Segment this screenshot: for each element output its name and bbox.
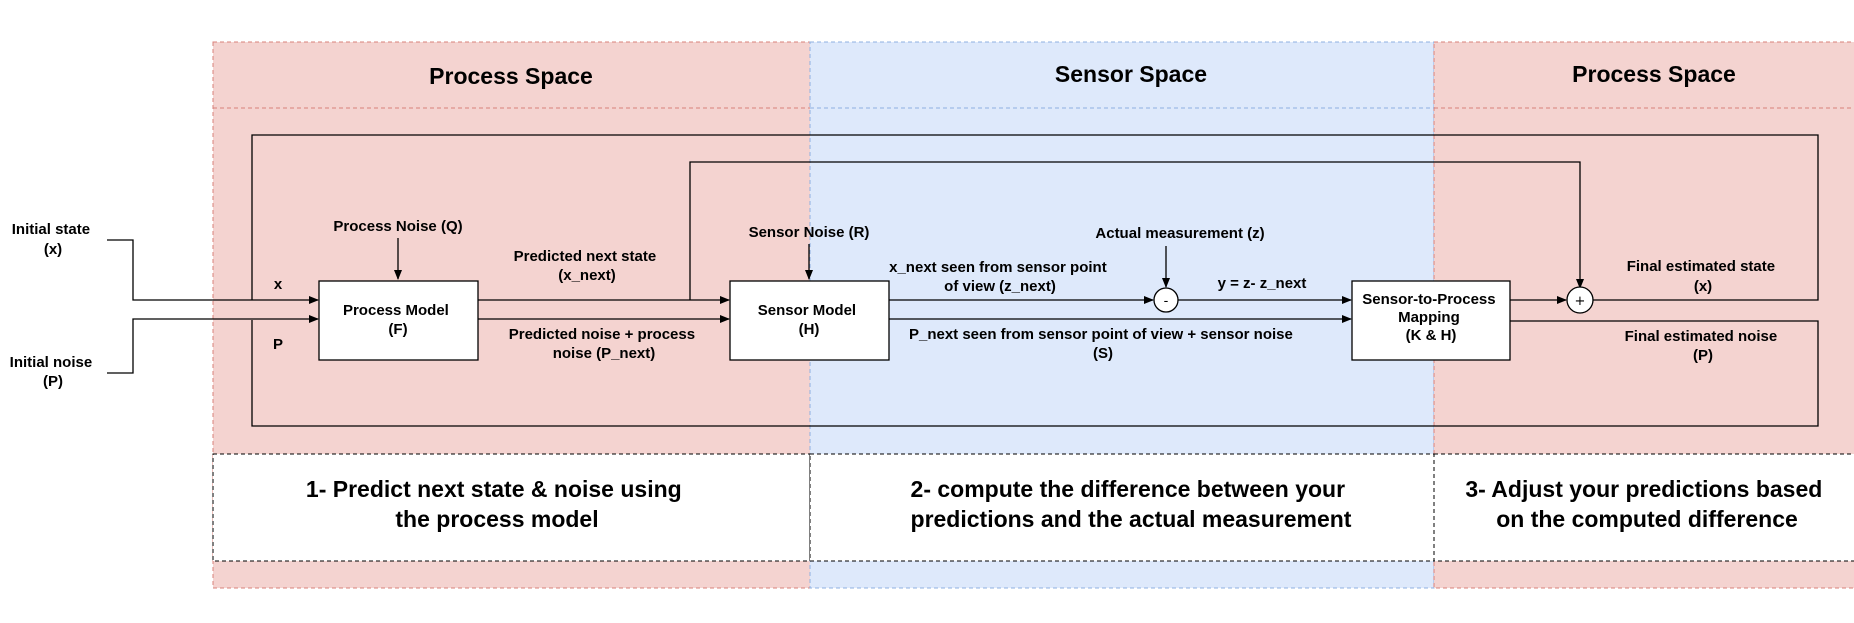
step-3-text: 3- Adjust your predictions based on the … — [1465, 476, 1828, 532]
final-noise-label: Final estimated noise (P) — [1625, 328, 1782, 364]
sensor-noise-label: Sensor Noise (R) — [749, 224, 870, 241]
x-next-sensor-label: x_next seen from sensor point of view (z… — [889, 259, 1111, 295]
feedback-loop-outer-bottom — [251, 320, 1819, 427]
x-signal-label: x — [274, 276, 283, 293]
p-signal-label: P — [273, 336, 283, 353]
step-2-text: 2- compute the difference between your p… — [911, 476, 1352, 532]
innovation-label: y = z- z_next — [1218, 275, 1307, 292]
left-zone-header: Process Space — [429, 63, 593, 89]
right-zone-header: Process Space — [1572, 61, 1736, 87]
initial-noise-label: Initial noise (P) — [10, 354, 97, 390]
addition-symbol: + — [1575, 294, 1586, 309]
step-2-box — [809, 453, 1435, 562]
addition-junction — [1566, 286, 1594, 314]
initial-noise-arrow — [107, 315, 319, 374]
step-boxes — [212, 453, 1854, 562]
step-1-text: 1- Predict next state & noise using the … — [306, 476, 688, 532]
feedback-loop-outer — [251, 134, 1819, 301]
feedback-loop-inner — [689, 161, 1584, 300]
p-next-sensor-label: P_next seen from sensor point of view + … — [909, 326, 1297, 362]
mapping-block — [1351, 280, 1511, 361]
predicted-noise-label: Predicted noise + process noise (P_next) — [509, 326, 700, 362]
final-state-label: Final estimated state (x) — [1627, 258, 1780, 295]
mapping-label: Sensor-to-Process Mapping (K & H) — [1362, 291, 1500, 344]
process-model-label: Process Model (F) — [343, 302, 453, 338]
initial-state-arrow — [107, 239, 319, 304]
actual-measurement-label: Actual measurement (z) — [1095, 225, 1264, 242]
step-1-box — [212, 453, 811, 562]
process-model-block — [318, 280, 479, 361]
sensor-model-label: Sensor Model (H) — [758, 302, 861, 338]
sensor-model-block — [729, 280, 890, 361]
middle-zone-header: Sensor Space — [1055, 61, 1207, 87]
predicted-state-label: Predicted next state (x_next) — [514, 248, 661, 284]
initial-state-label: Initial state (x) — [12, 221, 95, 258]
subtraction-symbol: - — [1164, 294, 1169, 309]
feedback-loops — [251, 134, 1819, 427]
process-noise-label: Process Noise (Q) — [333, 218, 462, 235]
step-3-box — [1433, 453, 1854, 562]
